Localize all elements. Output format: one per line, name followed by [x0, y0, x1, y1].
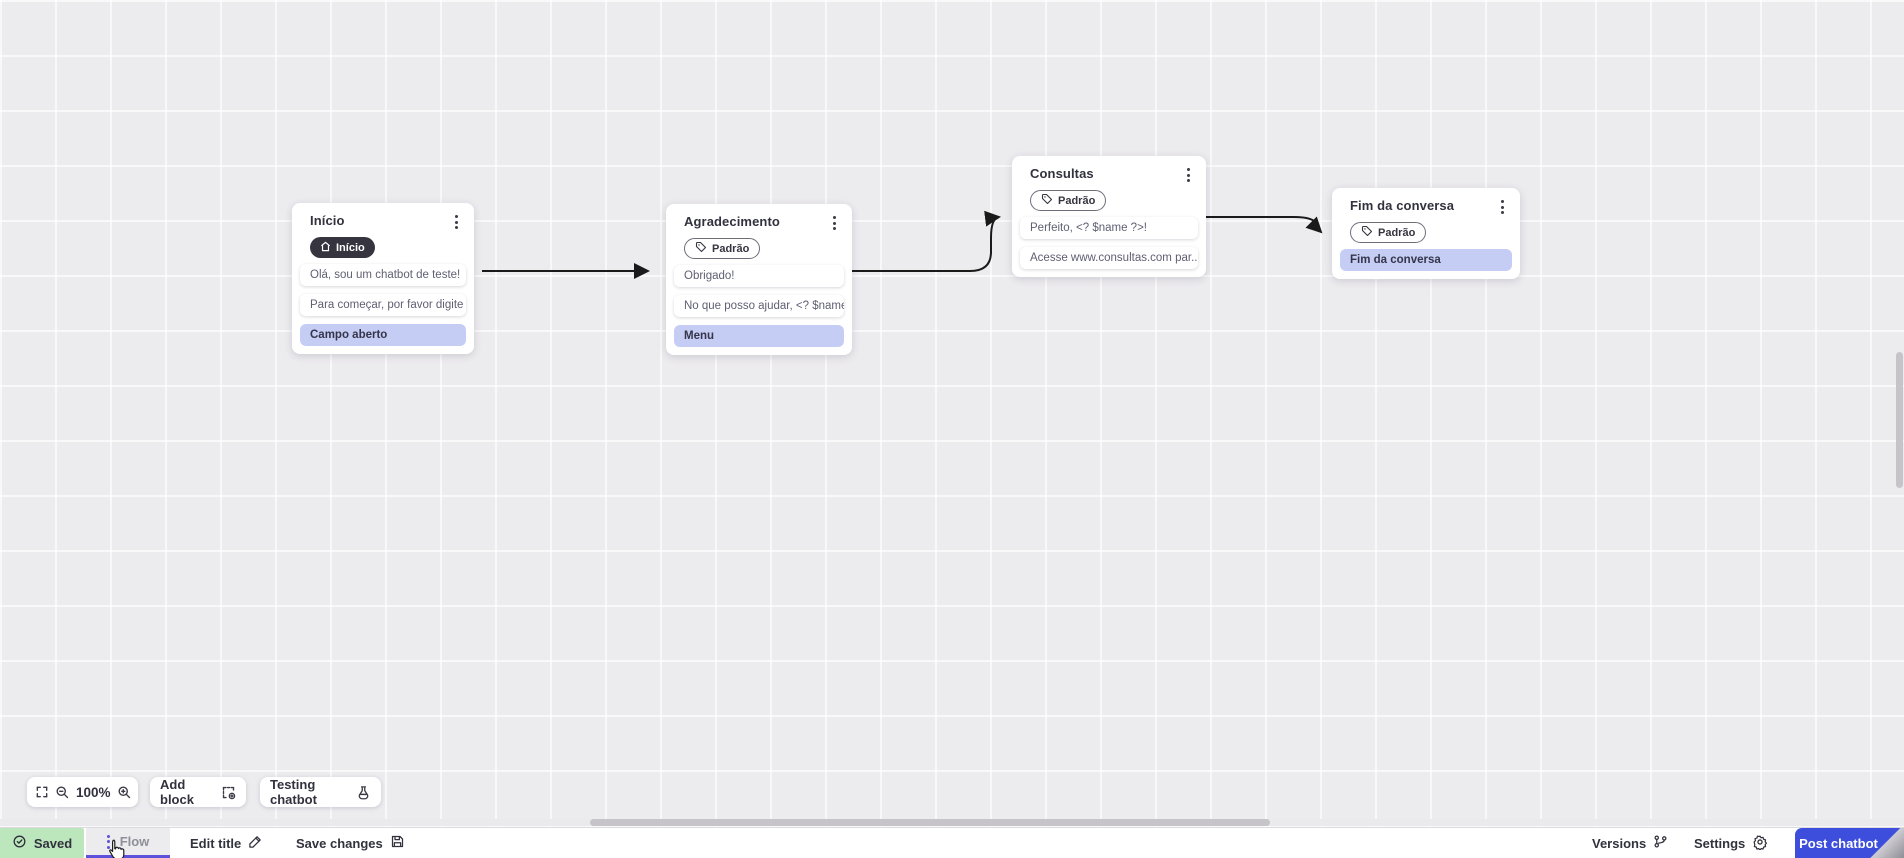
- node-fim-da-conversa[interactable]: Fim da conversa Padrão Fim da conversa: [1332, 188, 1520, 279]
- check-circle-icon: [12, 834, 27, 852]
- versions-button[interactable]: Versions: [1592, 828, 1668, 858]
- node-message-item[interactable]: Obrigado!: [674, 265, 844, 287]
- node-message-item[interactable]: Para começar, por favor digite o ...: [300, 294, 466, 316]
- testing-chatbot-button[interactable]: Testing chatbot: [260, 777, 381, 807]
- save-icon: [390, 834, 405, 852]
- padrao-badge: Padrão: [684, 238, 761, 259]
- badge-label: Padrão: [1378, 226, 1416, 239]
- add-block-icon: [221, 785, 236, 800]
- saved-label: Saved: [33, 835, 73, 851]
- node-action-item[interactable]: Menu: [674, 325, 844, 347]
- start-badge: Início: [310, 237, 375, 258]
- gear-icon: [1752, 834, 1768, 853]
- add-block-label: Add block: [160, 777, 194, 807]
- fullscreen-icon[interactable]: [35, 785, 49, 799]
- flow-tab-label: Flow: [119, 834, 150, 849]
- saved-status-badge: Saved: [0, 828, 84, 858]
- pencil-icon: [248, 834, 263, 852]
- node-action-item[interactable]: Campo aberto: [300, 324, 466, 346]
- kebab-menu-icon[interactable]: [1183, 166, 1194, 184]
- node-title: Início: [310, 213, 345, 228]
- post-chatbot-label: Post chatbot: [1799, 836, 1878, 851]
- zoom-level: 100%: [76, 784, 111, 800]
- padrao-badge: Padrão: [1350, 222, 1427, 243]
- badge-label: Início: [336, 241, 365, 254]
- node-title: Consultas: [1030, 166, 1094, 181]
- settings-button[interactable]: Settings: [1694, 828, 1768, 858]
- versions-label: Versions: [1592, 835, 1647, 851]
- testing-chatbot-label: Testing chatbot: [270, 777, 317, 807]
- node-action-item[interactable]: Fim da conversa: [1340, 249, 1512, 271]
- zoom-out-icon[interactable]: [55, 785, 70, 800]
- node-message-item[interactable]: No que posso ajudar, <? $name ...: [674, 295, 844, 317]
- tag-icon: [1041, 193, 1053, 208]
- tag-icon: [1361, 225, 1373, 240]
- node-consultas[interactable]: Consultas Padrão Perfeito, <? $name ?>! A…: [1012, 156, 1206, 277]
- corner-fold: [1868, 828, 1904, 858]
- badge-label: Padrão: [1058, 194, 1096, 207]
- node-message-item[interactable]: Olá, sou um chatbot de teste!: [300, 264, 466, 286]
- node-message-item[interactable]: Acesse www.consultas.com par...: [1020, 247, 1198, 269]
- bottom-bar: Saved Flow Edit title Save changes Versi…: [0, 827, 1904, 858]
- kebab-menu-icon[interactable]: [451, 213, 462, 231]
- vertical-scrollbar-thumb[interactable]: [1896, 352, 1903, 488]
- branch-icon: [1653, 834, 1668, 852]
- edit-title-label: Edit title: [190, 835, 242, 851]
- flask-icon: [356, 785, 371, 800]
- zoom-controls: 100%: [27, 777, 138, 807]
- save-changes-label: Save changes: [296, 835, 383, 851]
- tab-flow[interactable]: Flow: [86, 828, 170, 858]
- badge-label: Padrão: [712, 242, 750, 255]
- node-agradecimento[interactable]: Agradecimento Padrão Obrigado! No que pos…: [666, 204, 852, 355]
- horizontal-scrollbar: [0, 819, 1904, 826]
- add-block-button[interactable]: Add block: [150, 777, 246, 807]
- zoom-in-icon[interactable]: [117, 785, 132, 800]
- padrao-badge: Padrão: [1030, 190, 1107, 211]
- kebab-menu-icon[interactable]: [829, 214, 840, 232]
- settings-label: Settings: [1694, 835, 1746, 851]
- home-icon: [320, 241, 331, 255]
- node-inicio[interactable]: Início Início Olá, sou um chatbot de tes…: [292, 203, 474, 354]
- tag-icon: [695, 241, 707, 256]
- node-title: Agradecimento: [684, 214, 780, 229]
- node-message-item[interactable]: Perfeito, <? $name ?>!: [1020, 217, 1198, 239]
- flow-kebab-menu-icon[interactable]: [106, 834, 110, 849]
- horizontal-scrollbar-thumb[interactable]: [590, 819, 1270, 826]
- kebab-menu-icon[interactable]: [1497, 198, 1508, 216]
- node-title: Fim da conversa: [1350, 198, 1455, 213]
- save-changes-button[interactable]: Save changes: [296, 828, 405, 858]
- edit-title-button[interactable]: Edit title: [190, 828, 263, 858]
